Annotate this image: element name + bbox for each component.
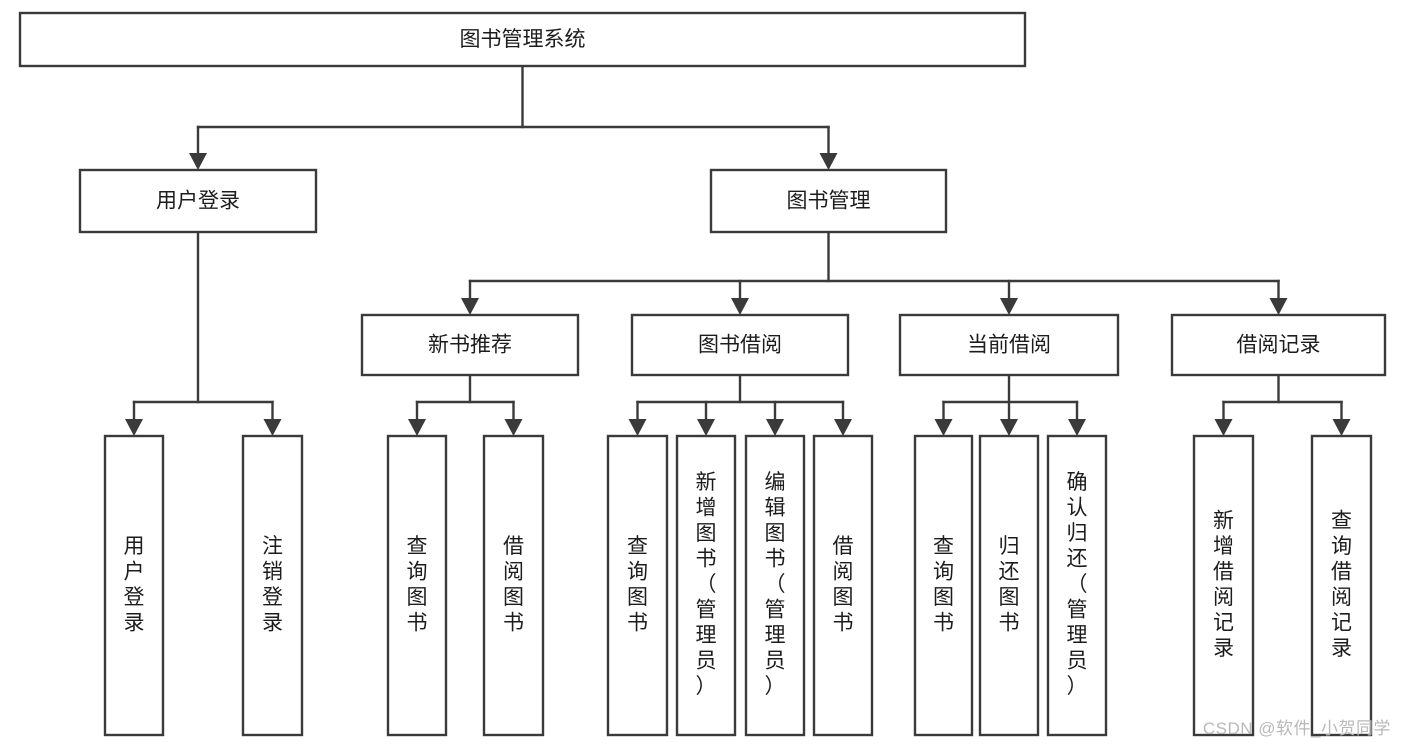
node-label-leaf-query-book-bb: 查询图书 (627, 535, 648, 635)
node-box-borrow-record (1170, 313, 1387, 377)
node-layer: 图书管理系统用户登录图书管理新书推荐图书借阅当前借阅借阅记录用户登录注销登录查询… (18, 11, 1387, 737)
node-label-leaf-query-record: 查询借阅记录 (1331, 509, 1352, 660)
node-user-login[interactable]: 用户登录 (78, 168, 318, 234)
node-leaf-user-logout[interactable]: 注销登录 (241, 434, 304, 737)
node-box-leaf-user-logout (241, 434, 304, 737)
node-box-leaf-add-record (1192, 434, 1255, 737)
edges-from-new-book-rec (408, 373, 523, 436)
node-current-borrow[interactable]: 当前借阅 (898, 313, 1120, 377)
arrow-head-leaf-query-book-cb (934, 419, 953, 436)
arrow-head-leaf-user-logout (263, 419, 282, 436)
node-box-book-manage (709, 168, 948, 234)
edges-from-current-borrow (934, 373, 1086, 436)
node-label-leaf-user-logout: 注销登录 (262, 535, 283, 635)
arrow-head-leaf-borrow-book-bb (834, 419, 852, 436)
arrow-head-leaf-borrow-book-rec (504, 419, 523, 436)
node-label-borrow-record: 借阅记录 (1237, 334, 1321, 357)
arrow-head-leaf-query-book-bb (628, 419, 647, 436)
node-box-user-login (78, 168, 318, 234)
arrow-head-user-login (189, 153, 207, 170)
node-leaf-edit-book[interactable]: 编辑图书（管理员） (744, 434, 806, 737)
node-label-leaf-confirm-return: 确认归还（管理员） (1067, 471, 1088, 698)
arrow-head-leaf-add-book (697, 419, 715, 436)
arrow-head-new-book-rec (461, 298, 479, 315)
edges-from-user-login (125, 230, 282, 436)
node-label-leaf-borrow-book-bb: 借阅图书 (833, 535, 854, 635)
node-box-leaf-user-login (103, 434, 165, 737)
node-label-leaf-user-login: 用户登录 (124, 535, 145, 635)
arrow-head-leaf-add-record (1214, 419, 1233, 436)
arrow-head-borrow-record (1269, 298, 1288, 315)
node-box-leaf-return-book (978, 434, 1040, 737)
node-box-leaf-borrow-book-rec (482, 434, 545, 737)
node-box-new-book-rec (360, 313, 580, 377)
node-label-leaf-add-book: 新增图书（管理员） (696, 471, 717, 698)
node-leaf-query-book-bb[interactable]: 查询图书 (606, 434, 669, 737)
node-box-book-borrow (630, 313, 850, 377)
node-label-book-manage: 图书管理 (787, 190, 871, 213)
arrow-head-leaf-edit-book (766, 419, 784, 436)
node-box-leaf-borrow-book-bb (812, 434, 874, 737)
node-label-book-borrow: 图书借阅 (698, 334, 782, 357)
arrow-head-leaf-confirm-return (1068, 419, 1086, 436)
node-box-current-borrow (898, 313, 1120, 377)
node-book-borrow[interactable]: 图书借阅 (630, 313, 850, 377)
node-leaf-borrow-book-rec[interactable]: 借阅图书 (482, 434, 545, 737)
node-box-leaf-edit-book (744, 434, 806, 737)
node-leaf-borrow-book-bb[interactable]: 借阅图书 (812, 434, 874, 737)
node-label-leaf-edit-book: 编辑图书（管理员） (765, 471, 786, 698)
node-label-leaf-query-book-cb: 查询图书 (933, 535, 954, 635)
node-leaf-return-book[interactable]: 归还图书 (978, 434, 1040, 737)
node-leaf-add-book[interactable]: 新增图书（管理员） (675, 434, 737, 737)
node-leaf-query-book-rec[interactable]: 查询图书 (386, 434, 448, 737)
node-borrow-record[interactable]: 借阅记录 (1170, 313, 1387, 377)
arrow-head-book-manage (819, 153, 838, 170)
node-box-leaf-query-book-bb (606, 434, 669, 737)
edges-from-book-manage (461, 230, 1288, 315)
edges-from-root (189, 64, 838, 170)
node-label-leaf-query-book-rec: 查询图书 (407, 535, 428, 635)
node-label-leaf-add-record: 新增借阅记录 (1213, 509, 1234, 660)
node-book-manage[interactable]: 图书管理 (709, 168, 948, 234)
edges-from-book-borrow (628, 373, 852, 436)
node-label-new-book-rec: 新书推荐 (428, 334, 512, 357)
node-label-root: 图书管理系统 (460, 28, 586, 51)
node-box-leaf-query-record (1310, 434, 1373, 737)
node-root[interactable]: 图书管理系统 (18, 11, 1027, 68)
node-box-leaf-add-book (675, 434, 737, 737)
node-label-leaf-return-book: 归还图书 (999, 535, 1020, 635)
connector-layer (125, 64, 1351, 436)
node-leaf-confirm-return[interactable]: 确认归还（管理员） (1046, 434, 1108, 737)
node-new-book-rec[interactable]: 新书推荐 (360, 313, 580, 377)
arrow-head-leaf-query-book-rec (408, 419, 426, 436)
node-leaf-query-record[interactable]: 查询借阅记录 (1310, 434, 1373, 737)
node-label-current-borrow: 当前借阅 (967, 334, 1051, 357)
arrow-head-leaf-query-record (1332, 419, 1351, 436)
arrow-head-book-borrow (731, 298, 749, 315)
node-leaf-user-login[interactable]: 用户登录 (103, 434, 165, 737)
node-label-leaf-borrow-book-rec: 借阅图书 (503, 535, 524, 635)
node-box-leaf-query-book-cb (913, 434, 974, 737)
node-box-leaf-query-book-rec (386, 434, 448, 737)
arrow-head-leaf-return-book (1000, 419, 1018, 436)
edges-from-borrow-record (1214, 373, 1351, 436)
node-label-user-login: 用户登录 (156, 190, 240, 213)
node-leaf-add-record[interactable]: 新增借阅记录 (1192, 434, 1255, 737)
arrow-head-current-borrow (1000, 298, 1018, 315)
arrow-head-leaf-user-login (125, 419, 143, 436)
node-leaf-query-book-cb[interactable]: 查询图书 (913, 434, 974, 737)
node-box-leaf-confirm-return (1046, 434, 1108, 737)
node-box-root (18, 11, 1027, 68)
